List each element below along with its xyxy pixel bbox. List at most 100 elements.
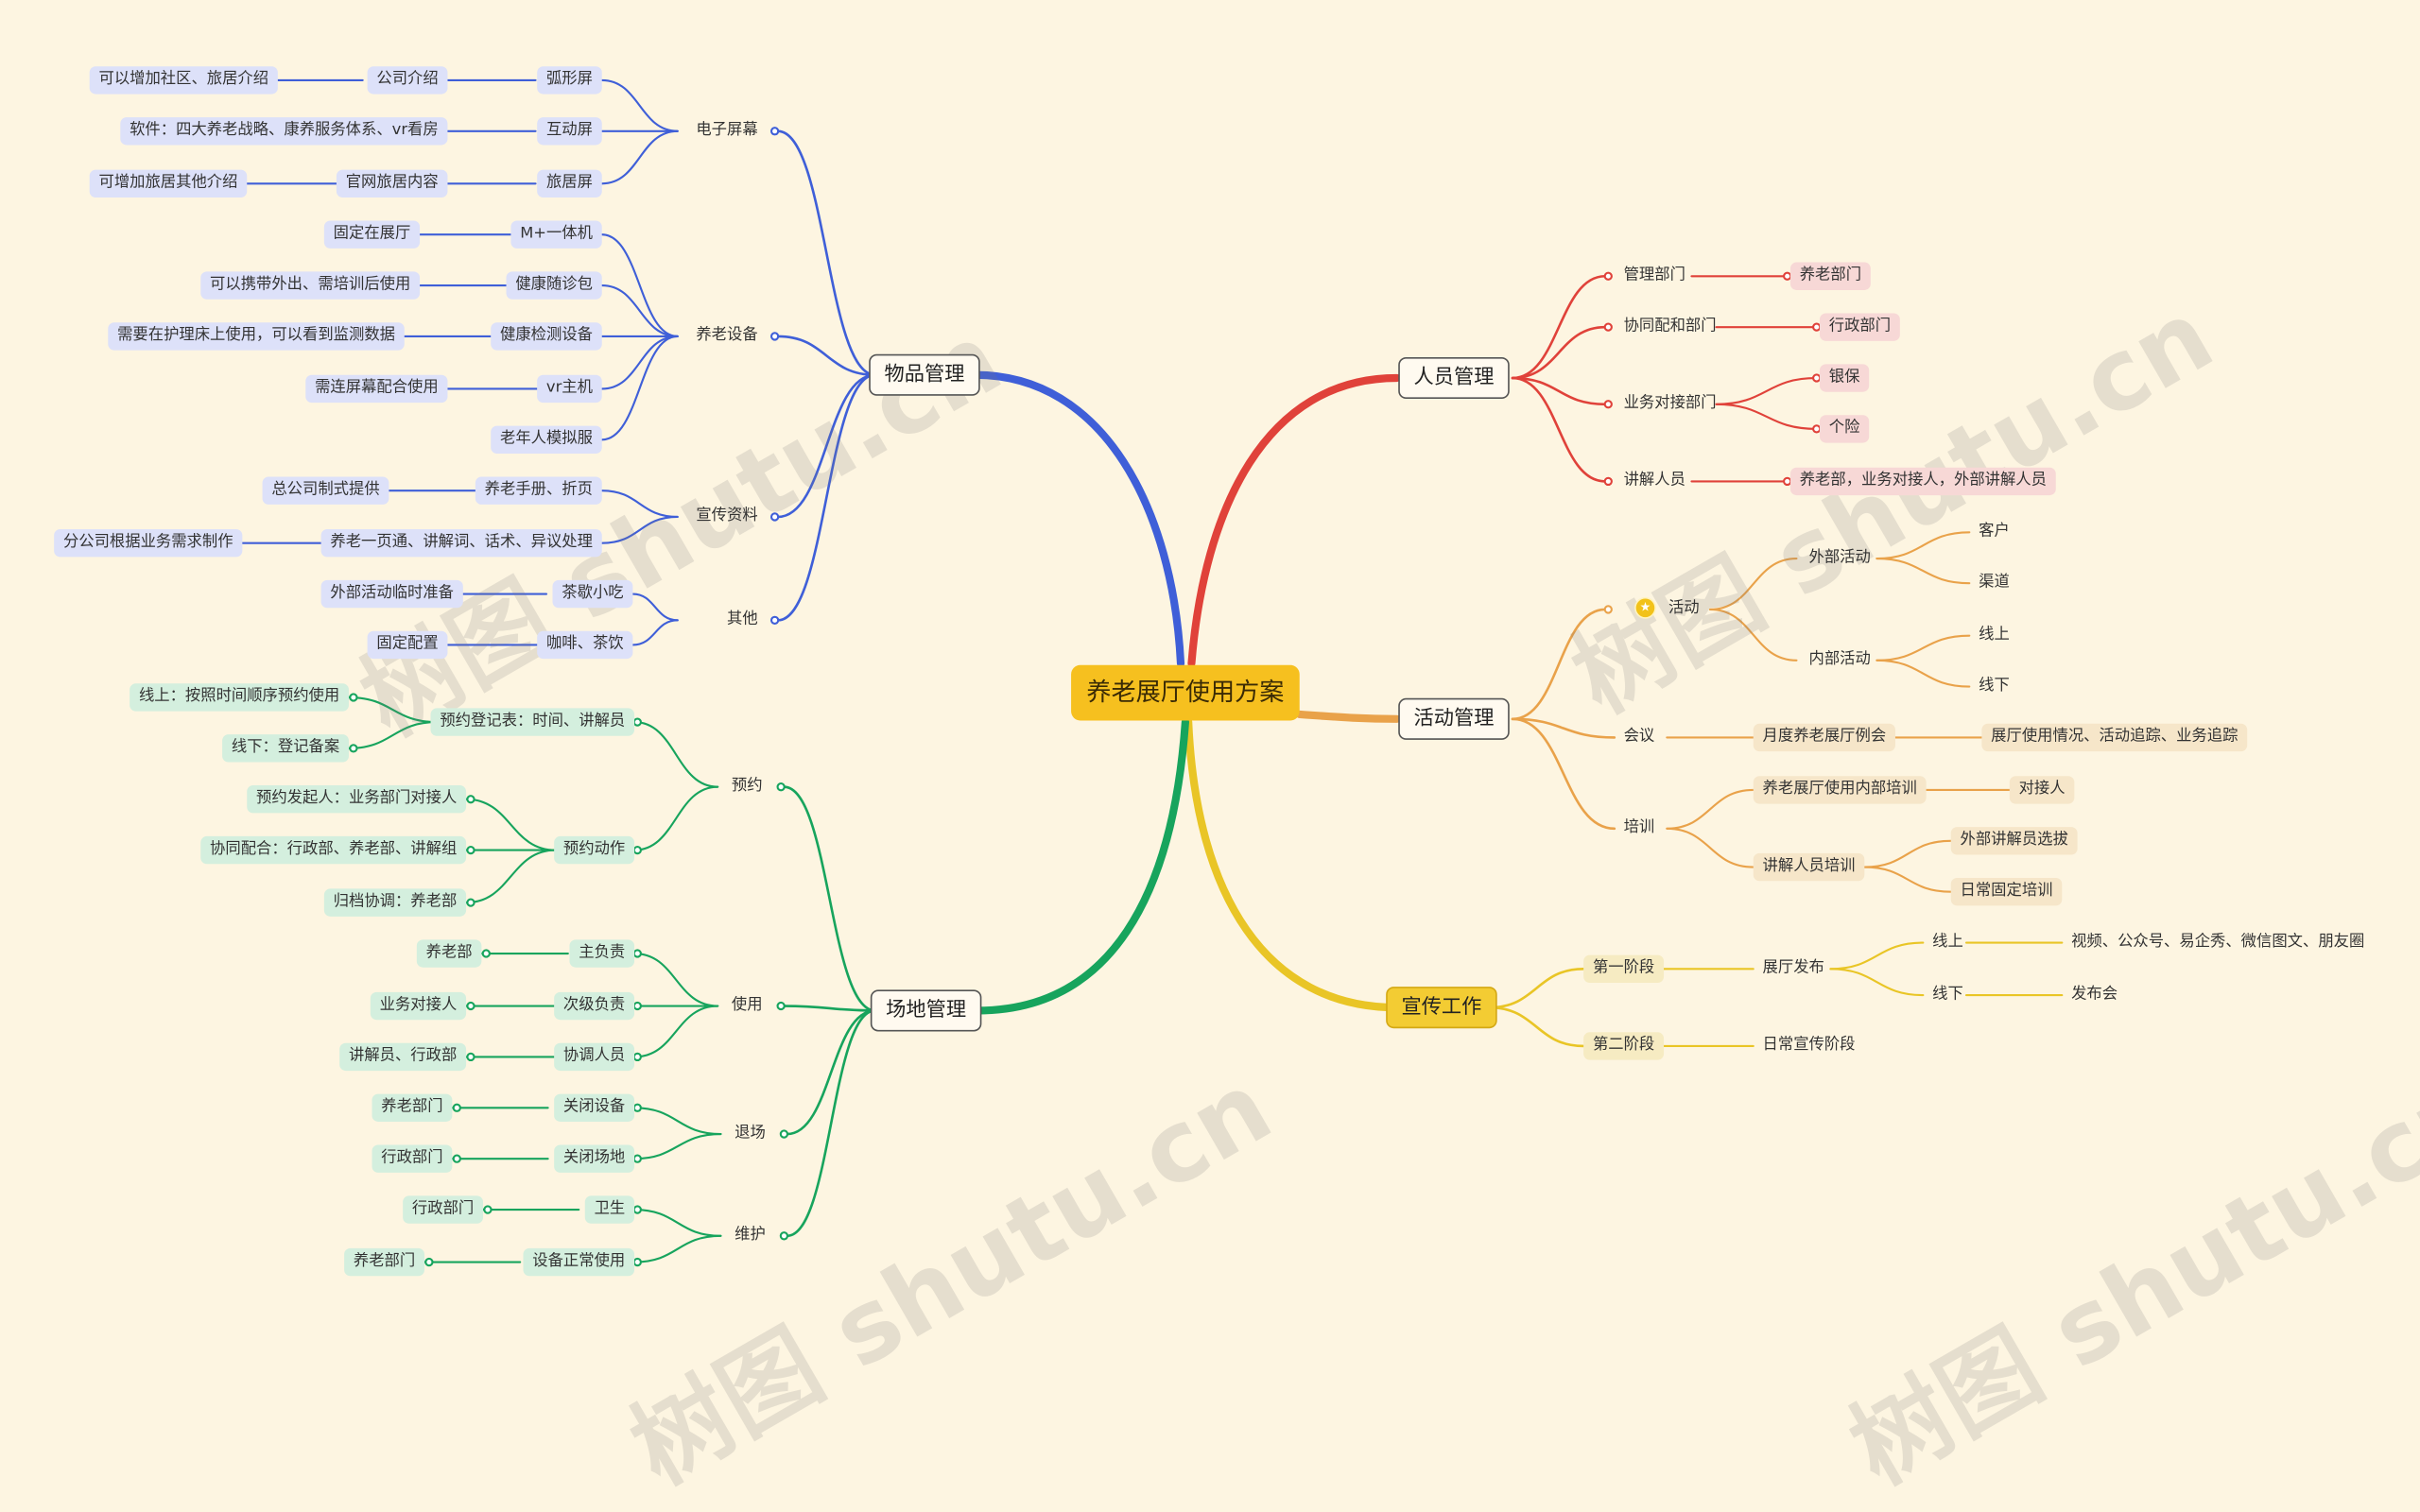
- topic-huodong-1[interactable]: 会议: [1623, 728, 1655, 746]
- detail-wupin-2-0[interactable]: 总公司制式提供: [262, 476, 389, 505]
- detail-huodong-0-1-0[interactable]: 线上: [1979, 626, 2010, 644]
- topic-renyuan-1[interactable]: 协同配和部门: [1623, 318, 1717, 335]
- topic-wupin-1[interactable]: 养老设备: [696, 327, 758, 345]
- subtopic-huodong-0-1[interactable]: 内部活动: [1808, 650, 1871, 668]
- detail-changdi-2-0-0[interactable]: 养老部门: [372, 1093, 453, 1122]
- detail-wupin-0-2[interactable]: 官网旅居内容: [336, 169, 448, 198]
- topic-huodong-0[interactable]: 活动: [1668, 600, 1700, 618]
- subtopic-changdi-3-1[interactable]: 设备正常使用: [523, 1247, 635, 1277]
- detail-changdi-3-0-0[interactable]: 行政部门: [403, 1195, 484, 1224]
- topic-huodong-2[interactable]: 培训: [1623, 818, 1655, 836]
- connector-line: [1829, 941, 1925, 971]
- subtopic-changdi-0-1[interactable]: 预约动作: [554, 835, 635, 865]
- subtopic-changdi-1-2[interactable]: 协调人员: [554, 1042, 635, 1072]
- detail-changdi-2-1-0[interactable]: 行政部门: [372, 1144, 453, 1173]
- subtopic-huodong-2-0[interactable]: 养老展厅使用内部培训: [1753, 776, 1927, 804]
- detail-wupin-2-1[interactable]: 分公司根据业务需求制作: [54, 529, 243, 558]
- topic-wupin-2[interactable]: 宣传资料: [696, 507, 758, 525]
- subtopic-wupin-3-1[interactable]: 咖啡、茶饮: [537, 630, 633, 660]
- detail-changdi-0-1-2[interactable]: 归档协调：养老部: [323, 888, 467, 917]
- detail2-wupin-0-0[interactable]: 可以增加社区、旅居介绍: [89, 66, 278, 94]
- topic-renyuan-2[interactable]: 业务对接部门: [1623, 394, 1717, 412]
- detail-huodong-0-0-0[interactable]: 客户: [1979, 523, 2010, 541]
- subtopic-wupin-0-1[interactable]: 互动屏: [537, 117, 602, 146]
- connector-dot: [349, 744, 358, 753]
- subtopic-wupin-1-0[interactable]: M+一体机: [510, 220, 602, 249]
- subtopic-huodong-2-1[interactable]: 讲解人员培训: [1753, 852, 1865, 882]
- connector-dot: [424, 1257, 434, 1267]
- subtopic-huodong-1-0[interactable]: 月度养老展厅例会: [1753, 723, 1895, 752]
- subtopic-wupin-0-2[interactable]: 旅居屏: [537, 169, 602, 198]
- topic-changdi-1[interactable]: 使用: [731, 996, 763, 1014]
- connector-line: [1876, 634, 1971, 662]
- main-topic-changdi[interactable]: 场地管理: [870, 989, 982, 1032]
- subtopic-changdi-1-0[interactable]: 主负责: [569, 939, 635, 968]
- topic-changdi-2[interactable]: 退场: [735, 1125, 766, 1143]
- detail-huodong-0-0-1[interactable]: 渠道: [1979, 574, 2010, 592]
- detail-xuanchuan-1[interactable]: 线下: [1932, 986, 1963, 1004]
- topic-xuanchuan-1[interactable]: 第二阶段: [1583, 1032, 1665, 1060]
- detail-renyuan-2-1[interactable]: 个险: [1819, 415, 1870, 443]
- subtopic-wupin-3-0[interactable]: 茶歇小吃: [552, 579, 633, 609]
- main-topic-renyuan[interactable]: 人员管理: [1398, 356, 1510, 400]
- detail-changdi-3-1-0[interactable]: 养老部门: [344, 1247, 424, 1277]
- subtopic-changdi-0-0[interactable]: 预约登记表：时间、讲解员: [430, 708, 635, 736]
- detail-huodong-2-0[interactable]: 对接人: [2009, 776, 2075, 804]
- connector-line: [1488, 968, 1585, 1009]
- topic-renyuan-3[interactable]: 讲解人员: [1623, 472, 1685, 490]
- detail-changdi-0-1-0[interactable]: 预约发起人：业务部门对接人: [247, 785, 467, 814]
- subtopic-wupin-1-2[interactable]: 健康检测设备: [491, 322, 602, 351]
- detail-wupin-1-0[interactable]: 固定在展厅: [323, 220, 421, 249]
- main-topic-wupin[interactable]: 物品管理: [869, 353, 980, 396]
- detail-changdi-1-0-0[interactable]: 养老部: [416, 939, 482, 968]
- subtopic-huodong-0-0[interactable]: 外部活动: [1808, 549, 1871, 567]
- main-topic-xuanchuan[interactable]: 宣传工作: [1386, 987, 1497, 1029]
- detail-wupin-1-1[interactable]: 可以携带外出、需培训后使用: [200, 271, 421, 300]
- subtopic-changdi-3-0[interactable]: 卫生: [584, 1195, 635, 1224]
- detail2-xuanchuan-0[interactable]: 视频、公众号、易企秀、微信图文、朋友圈: [2071, 933, 2365, 951]
- main-branch-line: [1295, 710, 1401, 723]
- topic-wupin-3[interactable]: 其他: [727, 610, 758, 628]
- detail2-wupin-0-2[interactable]: 可增加旅居其他介绍: [89, 169, 248, 198]
- detail-changdi-1-1-0[interactable]: 业务对接人: [370, 991, 467, 1021]
- subtopic-wupin-1-1[interactable]: 健康随诊包: [506, 271, 602, 300]
- subtopic-wupin-1-4[interactable]: 老年人模拟服: [491, 425, 602, 455]
- detail-huodong-2-1-0[interactable]: 外部讲解员选拔: [1950, 827, 2078, 855]
- topic-renyuan-0[interactable]: 管理部门: [1623, 266, 1685, 284]
- detail-changdi-0-0-0[interactable]: 线上：按照时间顺序预约使用: [130, 683, 349, 712]
- detail-wupin-0-0[interactable]: 公司介绍: [367, 66, 448, 94]
- subtopic-changdi-2-0[interactable]: 关闭设备: [554, 1093, 635, 1122]
- subtopic-wupin-2-0[interactable]: 养老手册、折页: [475, 476, 602, 505]
- detail-huodong-0-1-1[interactable]: 线下: [1979, 677, 2010, 695]
- topic-changdi-0[interactable]: 预约: [731, 777, 763, 795]
- detail-renyuan-0-0[interactable]: 养老部门: [1789, 262, 1871, 290]
- detail-xuanchuan-0[interactable]: 线上: [1932, 933, 1963, 951]
- detail-changdi-0-1-1[interactable]: 协同配合：行政部、养老部、讲解组: [200, 835, 467, 865]
- subtopic-changdi-2-1[interactable]: 关闭场地: [554, 1144, 635, 1173]
- subtopic-xuanchuan-0-0[interactable]: 展厅发布: [1762, 959, 1824, 977]
- subtopic-wupin-1-3[interactable]: vr主机: [537, 374, 602, 404]
- subtopic-xuanchuan-1-0[interactable]: 日常宣传阶段: [1762, 1037, 1856, 1055]
- root-topic[interactable]: 养老展厅使用方案: [1071, 664, 1300, 721]
- connector-line: [600, 335, 679, 441]
- detail-wupin-1-3[interactable]: 需连屏幕配合使用: [305, 374, 448, 404]
- detail-changdi-1-2-0[interactable]: 讲解员、行政部: [339, 1042, 467, 1072]
- detail-wupin-0-1[interactable]: 软件：四大养老战略、康养服务体系、vr看房: [120, 117, 448, 146]
- detail-wupin-3-1[interactable]: 固定配置: [367, 630, 448, 660]
- subtopic-changdi-1-1[interactable]: 次级负责: [554, 991, 635, 1021]
- detail-wupin-3-0[interactable]: 外部活动临时准备: [320, 579, 463, 609]
- topic-wupin-0[interactable]: 电子屏幕: [696, 121, 758, 139]
- topic-xuanchuan-0[interactable]: 第一阶段: [1583, 954, 1665, 984]
- subtopic-wupin-2-1[interactable]: 养老一页通、讲解词、话术、异议处理: [320, 529, 602, 558]
- detail-huodong-1-0[interactable]: 展厅使用情况、活动追踪、业务追踪: [1981, 723, 2248, 752]
- detail-renyuan-3-0[interactable]: 养老部，业务对接人，外部讲解人员: [1789, 467, 2056, 496]
- detail2-xuanchuan-1[interactable]: 发布会: [2071, 986, 2118, 1004]
- detail-wupin-1-2[interactable]: 需要在护理床上使用，可以看到监测数据: [108, 322, 405, 351]
- subtopic-wupin-0-0[interactable]: 弧形屏: [537, 66, 602, 94]
- detail-changdi-0-0-1[interactable]: 线下：登记备案: [222, 734, 349, 763]
- main-topic-huodong[interactable]: 活动管理: [1398, 697, 1510, 740]
- detail-renyuan-1-0[interactable]: 行政部门: [1819, 313, 1900, 341]
- topic-changdi-3[interactable]: 维护: [735, 1226, 766, 1244]
- detail-renyuan-2-0[interactable]: 银保: [1819, 364, 1870, 392]
- detail-huodong-2-1-1[interactable]: 日常固定培训: [1950, 878, 2063, 906]
